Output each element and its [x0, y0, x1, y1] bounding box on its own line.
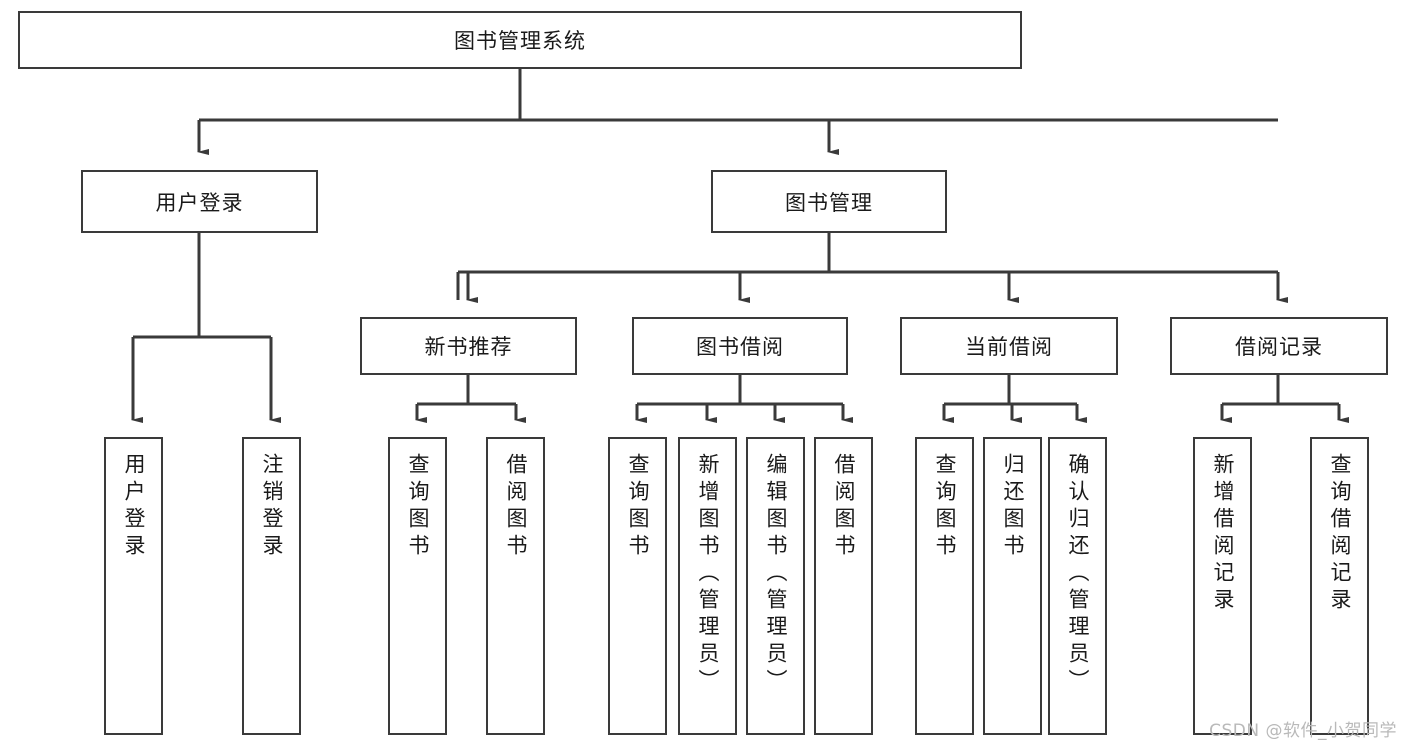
node-leaf-borrow-book-1-label: 借阅图书 — [504, 453, 528, 561]
node-leaf-borrow-book-1[interactable]: 借阅图书 — [486, 437, 545, 735]
node-leaf-query-record-label: 查询借阅记录 — [1328, 453, 1352, 615]
node-leaf-logout-label: 注销登录 — [260, 453, 284, 561]
node-leaf-confirm-return-label: 确认归还（管理员） — [1066, 453, 1090, 696]
node-borrow-record[interactable]: 借阅记录 — [1170, 317, 1388, 375]
node-leaf-query-book-3[interactable]: 查询图书 — [915, 437, 974, 735]
node-leaf-add-record[interactable]: 新增借阅记录 — [1193, 437, 1252, 735]
node-leaf-query-book-2-label: 查询图书 — [626, 453, 650, 561]
node-leaf-confirm-return[interactable]: 确认归还（管理员） — [1048, 437, 1107, 735]
node-leaf-user-login[interactable]: 用户登录 — [104, 437, 163, 735]
node-leaf-query-book-1[interactable]: 查询图书 — [388, 437, 447, 735]
node-book-borrow-label: 图书借阅 — [696, 335, 784, 359]
node-root-label: 图书管理系统 — [454, 29, 586, 53]
node-leaf-query-book-3-label: 查询图书 — [933, 453, 957, 561]
node-root[interactable]: 图书管理系统 — [18, 11, 1022, 69]
node-new-book-rec[interactable]: 新书推荐 — [360, 317, 577, 375]
node-leaf-logout[interactable]: 注销登录 — [242, 437, 301, 735]
node-leaf-return-book-label: 归还图书 — [1001, 453, 1025, 561]
node-current-borrow[interactable]: 当前借阅 — [900, 317, 1118, 375]
watermark: CSDN @软件_小贺同学 — [1209, 721, 1397, 741]
node-book-manage[interactable]: 图书管理 — [711, 170, 947, 233]
node-leaf-user-login-label: 用户登录 — [122, 453, 146, 561]
node-book-manage-label: 图书管理 — [785, 190, 873, 215]
node-leaf-edit-book-label: 编辑图书（管理员） — [764, 453, 788, 696]
node-leaf-add-record-label: 新增借阅记录 — [1211, 453, 1235, 615]
node-leaf-query-book-2[interactable]: 查询图书 — [608, 437, 667, 735]
node-leaf-add-book[interactable]: 新增图书（管理员） — [678, 437, 737, 735]
node-current-borrow-label: 当前借阅 — [965, 335, 1053, 359]
node-leaf-borrow-book-2-label: 借阅图书 — [832, 453, 856, 561]
node-book-borrow[interactable]: 图书借阅 — [632, 317, 848, 375]
node-leaf-edit-book[interactable]: 编辑图书（管理员） — [746, 437, 805, 735]
node-leaf-query-book-1-label: 查询图书 — [406, 453, 430, 561]
node-borrow-record-label: 借阅记录 — [1235, 335, 1323, 359]
node-user-login-label: 用户登录 — [155, 190, 244, 215]
node-new-book-rec-label: 新书推荐 — [424, 335, 513, 359]
node-user-login[interactable]: 用户登录 — [81, 170, 318, 233]
node-leaf-query-record[interactable]: 查询借阅记录 — [1310, 437, 1369, 735]
node-leaf-borrow-book-2[interactable]: 借阅图书 — [814, 437, 873, 735]
node-leaf-add-book-label: 新增图书（管理员） — [696, 453, 720, 696]
node-leaf-return-book[interactable]: 归还图书 — [983, 437, 1042, 735]
